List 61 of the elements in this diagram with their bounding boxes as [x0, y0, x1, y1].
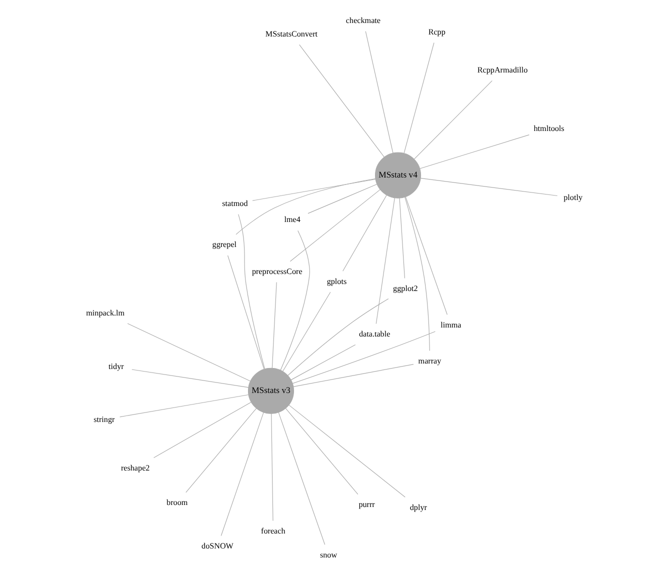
- node-circle: MSstats v4: [374, 152, 422, 198]
- node-circle: MSstats v3: [248, 368, 294, 414]
- node-text: broom: [166, 498, 188, 508]
- connector: [285, 408, 358, 495]
- node-text: MSstatsConvert: [265, 29, 318, 38]
- node-text: data.table: [358, 329, 390, 338]
- connector: [292, 331, 436, 384]
- node-text: ggplot2: [393, 284, 418, 294]
- connector: [132, 369, 249, 388]
- node-text: RcppArmadillo: [477, 65, 528, 74]
- connector: [280, 230, 310, 370]
- connector: [290, 344, 356, 380]
- connector: [227, 255, 264, 370]
- node-text: stringr: [94, 414, 115, 424]
- connector: [271, 413, 274, 522]
- connector: [272, 282, 277, 368]
- node-text: plotly: [564, 192, 582, 202]
- node-text: Rcpp: [428, 27, 446, 36]
- node-text: tidyr: [108, 362, 124, 372]
- node-text: reshape2: [120, 463, 150, 472]
- connector: [299, 44, 385, 158]
- connector: [127, 323, 251, 382]
- connector: [420, 134, 530, 169]
- connector: [404, 42, 434, 154]
- connector: [342, 194, 387, 272]
- node-text: ggrepel: [212, 240, 237, 250]
- node-text: checkmate: [346, 16, 381, 26]
- connector: [236, 178, 376, 235]
- connector: [293, 364, 414, 387]
- node-text: foreach: [261, 526, 286, 536]
- connector: [238, 214, 266, 370]
- node-text: preprocessCore: [252, 266, 302, 276]
- node-text: dplyr: [410, 502, 427, 512]
- node-text: gplots: [326, 276, 347, 286]
- node-text: marray: [418, 356, 442, 366]
- connector: [288, 404, 406, 498]
- node-text: purrr: [358, 500, 375, 510]
- node-text: doSNOW: [202, 541, 234, 550]
- connector: [186, 408, 257, 493]
- node-text: statmod: [222, 198, 248, 208]
- connector: [308, 184, 378, 214]
- connector: [290, 189, 380, 262]
- connector: [252, 178, 376, 201]
- connector: [278, 412, 326, 545]
- connector: [399, 198, 406, 279]
- connector: [153, 402, 252, 458]
- node-text: snow: [320, 550, 338, 560]
- node-text: lme4: [284, 215, 300, 224]
- connector: [414, 80, 492, 160]
- connector: [376, 198, 395, 324]
- node-text: minpack.lm: [86, 308, 125, 318]
- node-text: htmltools: [534, 124, 564, 133]
- connector: [120, 394, 249, 418]
- connector: [288, 298, 389, 376]
- connector: [420, 178, 558, 196]
- connector: [405, 196, 448, 315]
- connector: [404, 196, 430, 352]
- connector: [365, 31, 394, 154]
- connector: [220, 412, 264, 536]
- node-text: limma: [440, 320, 462, 330]
- connector: [282, 292, 331, 372]
